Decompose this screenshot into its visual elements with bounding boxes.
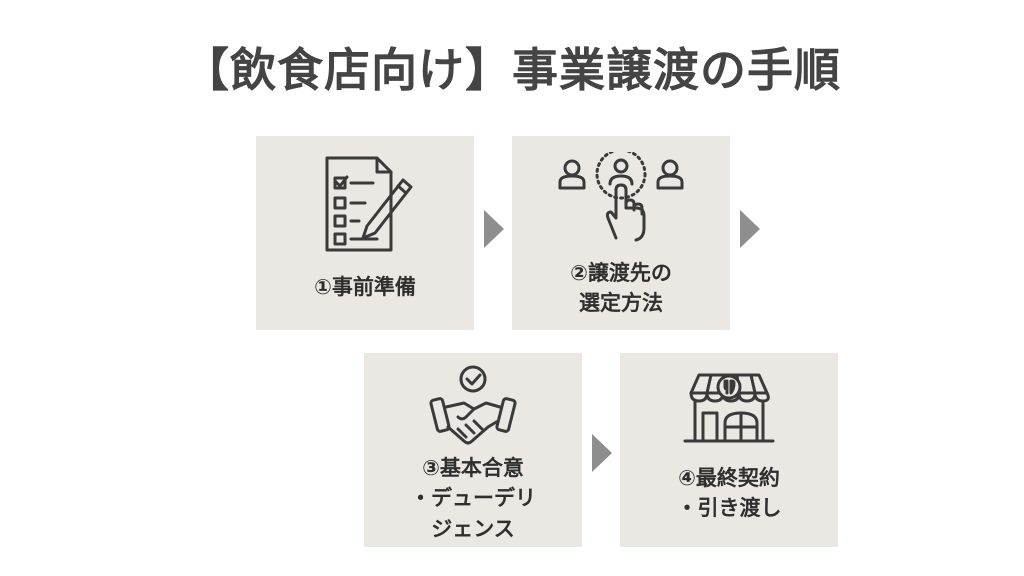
step-4-label-line-1: ④最終契約 (678, 466, 780, 490)
step-card-1: ①事前準備 (256, 136, 474, 330)
step-2-label-line-2: 選定方法 (579, 291, 663, 316)
arrow-right-icon (484, 210, 504, 248)
step-card-3: ③基本合意 ・デューデリ ジェンス (364, 353, 582, 547)
arrow-right-icon (592, 434, 612, 472)
arrow-right-icon (740, 210, 760, 248)
step-4-label-line-2: ・引き渡し (676, 496, 782, 521)
step-3-label-line-1: ③基本合意 (422, 456, 524, 480)
step-3-label-line-2: ・デューデリ (410, 486, 536, 511)
step-card-4: ④最終契約 ・引き渡し (620, 353, 838, 547)
select-person-hand-icon (558, 152, 684, 242)
step-2-label-line-1: ②譲渡先の (570, 261, 672, 285)
checklist-pencil-icon (325, 156, 413, 252)
step-1-label-line-1: ①事前準備 (314, 275, 416, 299)
page-title: 【飲食店向け】事業譲渡の手順 (183, 43, 841, 97)
restaurant-storefront-icon (683, 373, 775, 443)
handshake-check-icon (429, 365, 517, 445)
step-3-label-line-3: ジェンス (431, 516, 515, 541)
step-card-2: ②譲渡先の 選定方法 (512, 136, 730, 330)
